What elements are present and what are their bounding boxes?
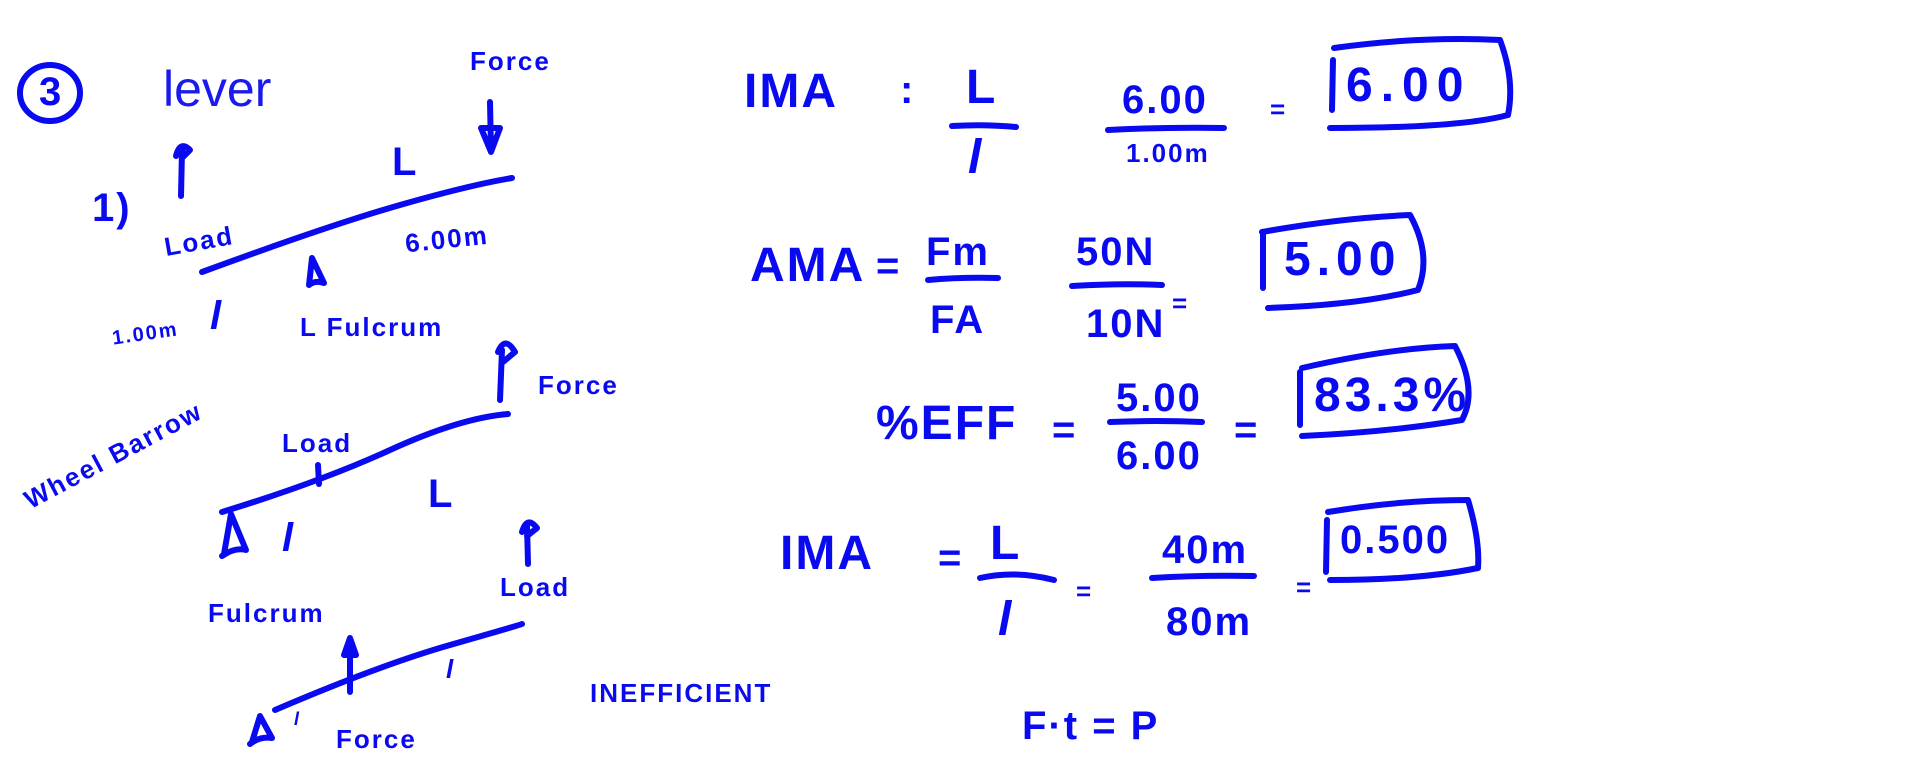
ima-result: 0.500 — [1340, 518, 1451, 562]
equals-sign: = — [1270, 94, 1288, 124]
lever-3-effort-arm: l — [446, 654, 456, 684]
lever-1-resistance-arm: l — [210, 294, 224, 338]
ima-numerator: L — [990, 517, 1022, 570]
ama-value-denominator: 10N — [1086, 302, 1166, 346]
equals-sign: = — [1296, 572, 1314, 602]
lever-1-fulcrum-icon — [306, 255, 327, 288]
ama-result: 5.00 — [1284, 233, 1402, 286]
lever-2-fulcrum-label: Fulcrum — [208, 598, 325, 628]
fraction-line — [1149, 572, 1257, 581]
fraction-line — [925, 274, 1001, 283]
ima-value-numerator: 6.00 — [1122, 78, 1208, 122]
lever-3-resistance-arm: l — [294, 709, 302, 729]
page-title: lever — [163, 61, 272, 117]
equals-sign: = — [938, 536, 964, 580]
fraction-line — [949, 122, 1019, 130]
fraction-line — [1105, 124, 1227, 133]
ima-numerator: L — [966, 61, 998, 114]
lever-1-label: 1) — [92, 186, 132, 230]
ima-value-denominator: 1.00m — [1126, 138, 1210, 168]
number-circle — [17, 62, 83, 124]
equals-sign: : — [900, 68, 916, 112]
efficiency-result: 83.3% — [1314, 369, 1471, 422]
lever-2-fulcrum-icon — [219, 511, 249, 559]
lever-1-load-arrow-icon — [173, 143, 193, 199]
lever-2-force-label: Force — [538, 370, 619, 400]
lever-1-force-label: Force — [470, 46, 551, 76]
ima-value-denominator: 80m — [1166, 600, 1253, 644]
lever-2-effort-arm: L — [428, 472, 455, 516]
efficiency-numerator: 5.00 — [1116, 376, 1202, 420]
equals-sign: = — [1052, 408, 1078, 452]
ima-label: IMA — [780, 527, 874, 580]
result-box — [1327, 36, 1514, 131]
ama-numerator: Fm — [926, 230, 990, 274]
equals-sign: = — [1234, 408, 1260, 452]
fraction-line — [1069, 281, 1165, 289]
section-number: 3 — [39, 70, 64, 114]
equals-sign: = — [1076, 576, 1094, 606]
lever-3-force-label: Force — [336, 724, 417, 754]
lever-1-fulcrum-label: L Fulcrum — [300, 312, 444, 342]
lever-1-effort-arm: L — [392, 140, 419, 184]
lever-3-note: inefficient — [590, 678, 773, 708]
result-box — [1297, 343, 1472, 439]
fraction-line — [1107, 418, 1205, 425]
equals-sign: = — [876, 244, 902, 288]
lever-1-bar — [199, 175, 515, 275]
ima-value-numerator: 40m — [1162, 528, 1249, 572]
power-equation: F·t = P — [1022, 704, 1160, 748]
lever-3-force-arrow-icon — [341, 635, 359, 695]
fraction-line — [977, 571, 1057, 583]
lever-2-load-label: Load — [282, 428, 353, 458]
lever-3-fulcrum-icon — [247, 713, 275, 747]
lever-2-tick — [315, 462, 322, 487]
lever-1-force-arrow-icon — [478, 99, 503, 155]
ama-denominator: FA — [930, 298, 986, 342]
lever-3-load-label: Load — [500, 572, 571, 602]
ima-denominator: l — [998, 593, 1014, 646]
equals-sign: = — [1172, 288, 1190, 318]
ima-label: IMA — [744, 65, 838, 118]
ama-label: AMA — [750, 239, 866, 292]
lever-3-load-arrow-icon — [519, 519, 540, 567]
ama-value-numerator: 50N — [1076, 230, 1156, 274]
lever-2-force-arrow-icon — [495, 340, 518, 403]
lever-3-bar — [272, 621, 525, 713]
ima-denominator: l — [968, 131, 984, 184]
efficiency-label: %EFF — [876, 397, 1018, 450]
lever-2-bar — [219, 411, 511, 515]
efficiency-denominator: 6.00 — [1116, 434, 1202, 478]
result-box — [1323, 497, 1482, 583]
ima-result: 6.00 — [1346, 59, 1472, 112]
lever-2-resistance-arm: l — [282, 516, 296, 560]
result-box — [1259, 212, 1427, 311]
